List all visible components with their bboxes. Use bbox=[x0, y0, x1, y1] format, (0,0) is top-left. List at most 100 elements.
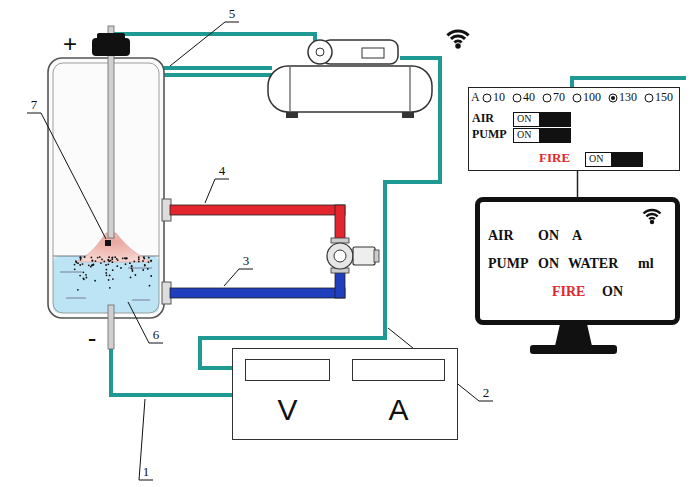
bubble bbox=[108, 259, 110, 261]
bubble bbox=[142, 269, 144, 271]
bubble bbox=[103, 261, 105, 263]
bubble bbox=[91, 265, 93, 267]
callout-number: 1 bbox=[143, 465, 150, 478]
panel-text: 100 bbox=[583, 91, 601, 104]
leader-line bbox=[224, 269, 239, 286]
wifi-dot bbox=[455, 43, 461, 49]
panel-text: 130 bbox=[619, 91, 637, 104]
bubble bbox=[83, 278, 85, 280]
plasma-marker bbox=[105, 240, 111, 246]
air-hose bbox=[146, 60, 272, 75]
screen-text: PUMP bbox=[488, 256, 528, 271]
wifi-symbol bbox=[447, 31, 468, 49]
wifi-dot bbox=[650, 220, 654, 224]
tank-seam bbox=[410, 67, 411, 111]
leader-line bbox=[41, 113, 106, 239]
hot-pipe bbox=[335, 205, 345, 241]
compressor-head bbox=[362, 48, 384, 58]
cold-pipe bbox=[170, 288, 345, 298]
panel-text: 70 bbox=[553, 91, 565, 104]
wifi-arc bbox=[454, 41, 461, 42]
leader-line bbox=[170, 22, 225, 66]
bubble bbox=[150, 275, 152, 277]
pump-flange bbox=[331, 238, 349, 243]
bubble bbox=[135, 274, 137, 276]
switch-state: ON bbox=[517, 113, 531, 125]
bubble bbox=[88, 264, 90, 266]
bubble bbox=[116, 265, 118, 267]
bubble bbox=[138, 261, 140, 263]
bubble bbox=[94, 280, 96, 282]
meter-display bbox=[352, 359, 445, 381]
bubble bbox=[82, 263, 84, 265]
polarity-sign: + bbox=[63, 32, 77, 56]
bubble bbox=[77, 262, 79, 264]
wifi-arc bbox=[649, 218, 655, 219]
screen-text: WATER bbox=[568, 256, 618, 271]
bubble bbox=[108, 279, 110, 281]
bubble bbox=[91, 257, 93, 259]
callout-number: 6 bbox=[153, 328, 160, 341]
wifi-arc bbox=[644, 210, 661, 214]
ammeter-panel: A bbox=[340, 348, 458, 440]
bubble bbox=[110, 260, 112, 262]
bubble bbox=[95, 260, 97, 262]
bubble bbox=[91, 260, 93, 262]
vessel-cap-top bbox=[97, 33, 125, 40]
radio-button bbox=[543, 94, 551, 102]
bubble bbox=[142, 260, 144, 262]
bubble bbox=[149, 285, 151, 287]
bubble bbox=[129, 262, 131, 264]
leader-line bbox=[128, 302, 149, 343]
bubble bbox=[107, 259, 109, 261]
switch-knob bbox=[539, 113, 570, 126]
bubble bbox=[92, 264, 94, 266]
leader-underline bbox=[225, 22, 239, 23]
bubble bbox=[74, 264, 76, 266]
bubble bbox=[132, 270, 134, 272]
leader-underline bbox=[149, 343, 163, 344]
radio-button bbox=[483, 94, 491, 102]
radio-button bbox=[645, 94, 653, 102]
bubble bbox=[143, 258, 145, 260]
bubble bbox=[109, 275, 111, 277]
toggle-switch: ON bbox=[585, 152, 643, 167]
pump-motor bbox=[353, 247, 375, 265]
screen-text: ml bbox=[638, 256, 654, 271]
leader-line bbox=[205, 179, 215, 203]
bubble bbox=[131, 267, 133, 269]
control-panel: A104070100130150AIRPUMPFIREONONON bbox=[468, 87, 680, 171]
bubble bbox=[86, 277, 88, 279]
bubble bbox=[80, 259, 82, 261]
bubble bbox=[148, 257, 150, 259]
bubble bbox=[130, 277, 132, 279]
bubble bbox=[144, 264, 146, 266]
leader-underline bbox=[239, 269, 253, 270]
screen-text: ON bbox=[602, 284, 623, 299]
bubble bbox=[133, 261, 135, 263]
vessel-cap bbox=[92, 38, 130, 56]
bubble bbox=[99, 256, 101, 258]
callout-number: 5 bbox=[229, 7, 236, 20]
bubble bbox=[109, 287, 111, 289]
bubble bbox=[131, 265, 133, 267]
screen-text: FIRE bbox=[552, 284, 585, 299]
meter-letter: A bbox=[340, 393, 457, 426]
bubble bbox=[138, 256, 140, 258]
radio-button bbox=[609, 94, 617, 102]
bubble bbox=[125, 263, 127, 265]
compressor-foot bbox=[286, 112, 298, 118]
bubble bbox=[74, 268, 76, 270]
wifi-arc bbox=[451, 36, 465, 39]
compressor-tank bbox=[268, 66, 432, 112]
compressor-foot bbox=[402, 112, 414, 118]
bubble bbox=[112, 269, 114, 271]
cathode-rod bbox=[108, 305, 114, 349]
panel-text: A bbox=[471, 91, 480, 104]
meter-display bbox=[245, 359, 330, 381]
bubble bbox=[101, 259, 103, 261]
vessel-inner-wall bbox=[53, 63, 159, 313]
compressor-hub bbox=[316, 48, 324, 56]
bubble bbox=[122, 257, 124, 259]
bubble bbox=[80, 257, 82, 259]
